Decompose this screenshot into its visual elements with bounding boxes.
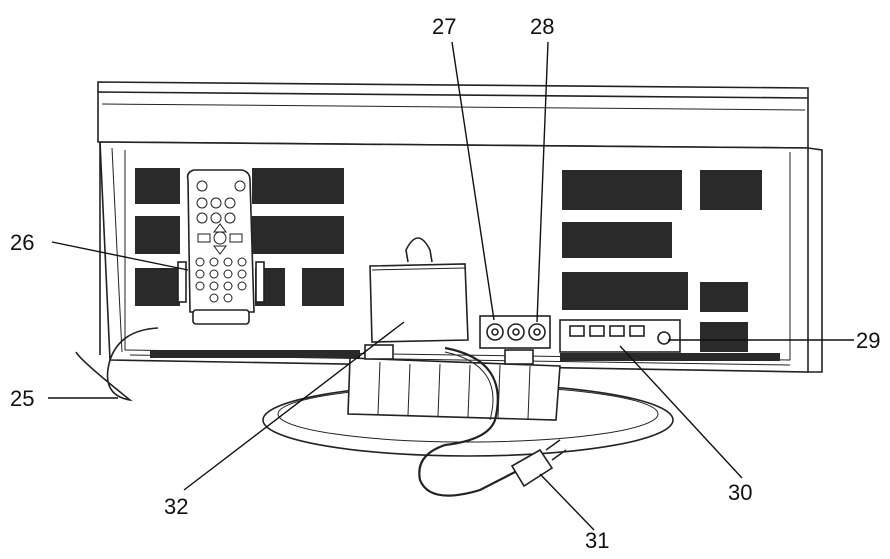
callout-29: 29 — [856, 328, 880, 353]
power-plug — [510, 439, 567, 488]
av-jacks — [479, 315, 551, 349]
leader-lines — [48, 41, 854, 531]
remote-buttons — [195, 180, 247, 303]
stand-bracket — [347, 344, 561, 421]
callout-labels: 25 26 27 28 29 30 31 32 — [10, 14, 880, 553]
callout-27: 27 — [432, 14, 456, 39]
callout-28: 28 — [530, 14, 554, 39]
bottom-vent-strip — [150, 350, 780, 361]
callout-25: 25 — [10, 386, 34, 411]
antenna-wire — [75, 327, 159, 402]
callout-31: 31 — [585, 528, 609, 553]
power-cord — [418, 346, 516, 497]
callout-32: 32 — [164, 494, 188, 519]
vent-grille-right — [562, 170, 762, 352]
callout-30: 30 — [728, 480, 752, 505]
remote-control — [177, 169, 265, 325]
device-top-shell — [97, 81, 809, 149]
rear-compartment-cover — [369, 237, 469, 343]
speaker-terminals — [559, 319, 681, 353]
callout-26: 26 — [10, 230, 34, 255]
